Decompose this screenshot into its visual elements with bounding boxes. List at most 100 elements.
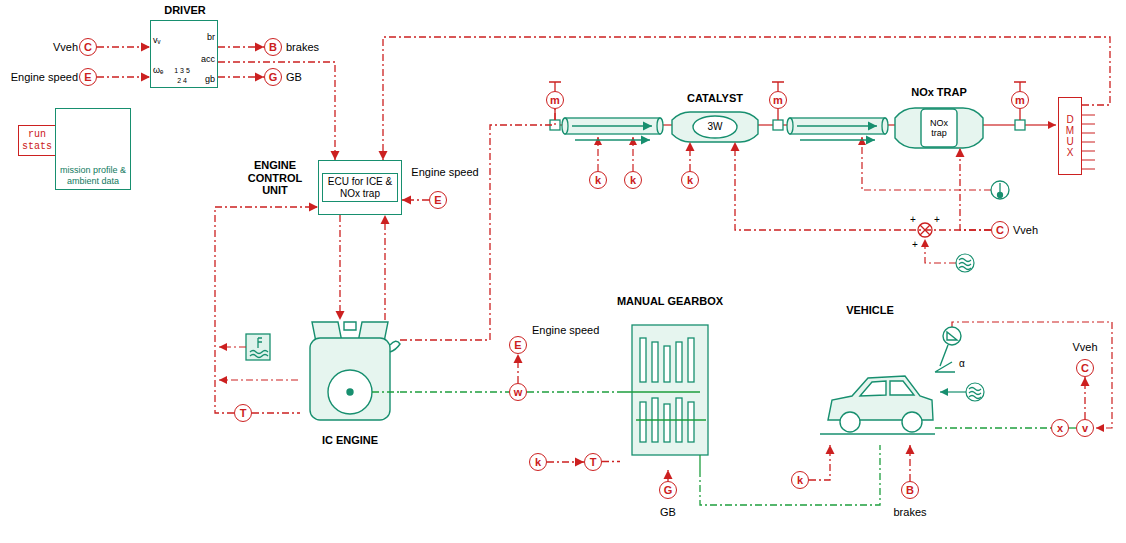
signal-label: + xyxy=(934,214,940,225)
gearbox-drawing xyxy=(640,338,646,382)
node-text: B xyxy=(906,485,914,496)
node-text: k xyxy=(595,175,601,186)
signal-line xyxy=(602,461,620,462)
signal-label: ωₑ xyxy=(153,66,163,76)
node-text: 3W xyxy=(708,121,723,133)
mass-flow-sensor xyxy=(1015,120,1025,130)
torque-sensor: T xyxy=(234,404,252,422)
engine-drawing xyxy=(372,391,400,392)
pipe xyxy=(657,118,663,134)
pipe xyxy=(575,139,650,140)
node-text: G xyxy=(269,72,278,83)
pipe xyxy=(562,118,568,134)
coolant-symbol xyxy=(250,355,268,358)
mechanical-link xyxy=(400,391,509,392)
signal-label: 2 4 xyxy=(177,77,187,85)
catalyst: CATALYST3W xyxy=(670,112,760,142)
signal-label: GB xyxy=(286,71,302,83)
gearbox-drawing xyxy=(620,325,708,470)
catalyst-can xyxy=(921,109,957,147)
signal-port: B xyxy=(901,481,919,499)
node-text: B xyxy=(269,42,277,53)
signal-label: acc xyxy=(201,55,215,65)
signal-label: vᵥ xyxy=(153,36,160,46)
signal-line xyxy=(339,215,340,320)
wind-symbol xyxy=(966,383,984,401)
gearbox-drawing xyxy=(664,346,670,382)
signal-line xyxy=(218,76,264,77)
sensor-wires xyxy=(219,346,246,347)
signal-label: Vveh xyxy=(53,41,78,53)
signal-line xyxy=(218,46,264,47)
signal-port: G xyxy=(659,481,677,499)
signal-label: Engine speed xyxy=(11,71,78,83)
thermometer-symbol xyxy=(991,181,1009,199)
coolant-symbol xyxy=(246,334,270,360)
signal-line xyxy=(383,37,1110,160)
gearbox-drawing xyxy=(652,342,658,382)
signal-label: Vveh xyxy=(1072,341,1097,353)
wind-symbol xyxy=(956,254,974,272)
node-text: mission profile & ambient data xyxy=(59,165,127,186)
component-heading: CATALYST xyxy=(665,92,765,105)
pipe xyxy=(800,139,875,140)
node-text: T xyxy=(240,408,247,419)
signal-line xyxy=(1084,377,1085,419)
signal-port: C xyxy=(991,221,1009,239)
gearbox-drawing xyxy=(699,455,700,470)
signal-port: C xyxy=(79,38,97,56)
coolant-symbol xyxy=(250,351,268,354)
sensor-wires xyxy=(952,322,1112,428)
coolant-symbol xyxy=(258,338,262,342)
mission-profile-box: mission profile & ambient data xyxy=(55,108,131,190)
gearbox-drawing xyxy=(676,342,682,382)
vehicle: VEHICLE xyxy=(820,350,935,445)
exhaust-line xyxy=(758,124,773,125)
wind-symbol xyxy=(940,391,966,392)
signal-port: E xyxy=(429,191,447,209)
node-text: NOx trap xyxy=(922,118,956,139)
gearbox-drawing xyxy=(620,392,706,420)
node-text: v xyxy=(1082,423,1088,434)
signal-label: Engine speed xyxy=(532,324,599,336)
signal-label: Vveh xyxy=(1013,224,1038,236)
node-text: C xyxy=(996,225,1004,236)
vehicle-drawing xyxy=(820,327,961,434)
sensor-wires xyxy=(632,137,633,171)
run-stats-box: run stats xyxy=(18,125,56,156)
node-text: E xyxy=(84,72,91,83)
constant-source: k xyxy=(791,471,809,489)
vehicle-drawing xyxy=(840,412,860,432)
signal-label: + xyxy=(912,239,918,250)
catalyst-can xyxy=(895,108,983,148)
signal-line xyxy=(960,148,991,230)
gearbox-drawing xyxy=(632,325,708,455)
vehicle-drawing xyxy=(935,345,955,372)
engine-drawing xyxy=(344,322,356,330)
node-text: C xyxy=(1081,363,1089,374)
constant-source: k xyxy=(589,171,607,189)
mechanical-link xyxy=(1069,427,1076,428)
signal-line xyxy=(384,215,385,320)
node-text: G xyxy=(664,485,673,496)
torque-sensor: T xyxy=(584,453,602,471)
constant-source: k xyxy=(624,171,642,189)
gearbox-drawing xyxy=(688,402,694,442)
wind-symbol xyxy=(969,388,981,399)
gearbox-drawing xyxy=(688,338,694,382)
engine-drawing xyxy=(390,341,400,352)
sensor-wires xyxy=(925,239,956,263)
engine-drawing xyxy=(328,370,372,414)
constant-source: k xyxy=(681,171,699,189)
mass-flow-sensor: m xyxy=(1011,91,1029,109)
thermometer-symbol xyxy=(991,181,1009,199)
coolant-symbol xyxy=(257,338,258,348)
exhaust-line xyxy=(1025,124,1056,125)
sensor-wires xyxy=(597,137,598,171)
engine-drawing xyxy=(310,322,400,420)
catalyst-can xyxy=(672,108,983,148)
signal-line xyxy=(215,207,318,413)
signal-line xyxy=(667,470,668,481)
signal-label: gb xyxy=(205,75,215,85)
node-text: k xyxy=(797,475,803,486)
